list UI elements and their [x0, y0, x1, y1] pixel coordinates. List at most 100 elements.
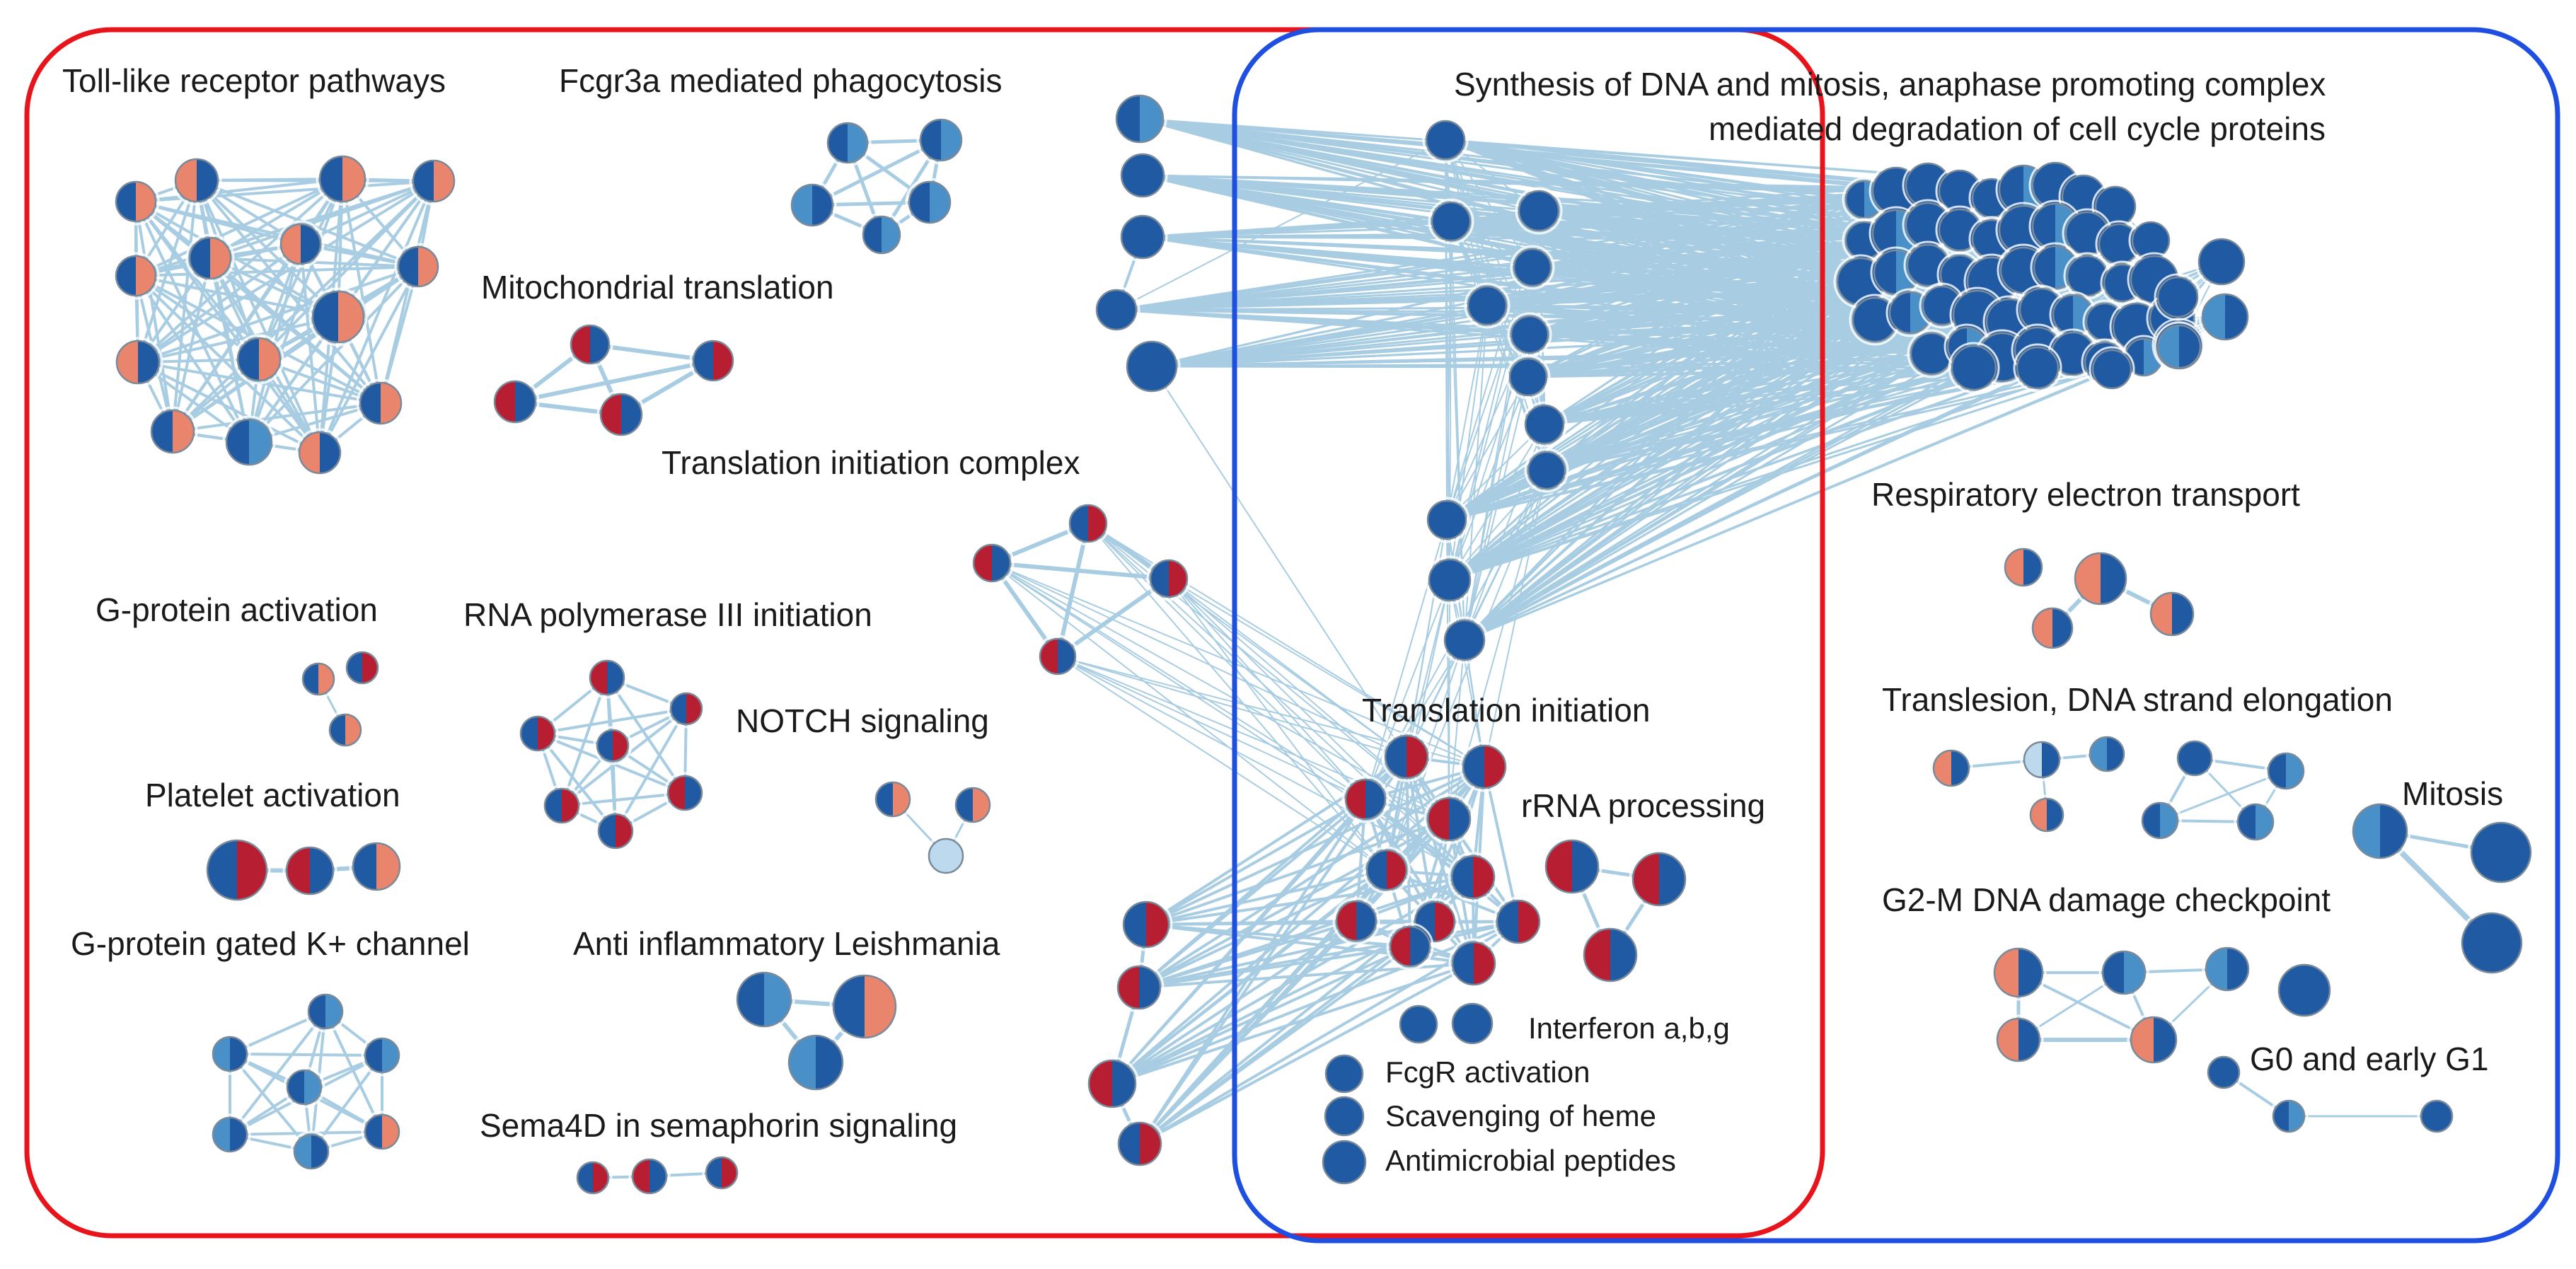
network-edge	[318, 266, 420, 453]
network-edge	[1449, 344, 2180, 581]
network-node	[1423, 794, 1474, 845]
network-edge	[2159, 770, 2287, 822]
network-edge	[991, 562, 1387, 871]
network-node	[2013, 343, 2062, 393]
network-edge	[991, 562, 1450, 820]
network-node	[2234, 800, 2277, 844]
network-edge	[171, 243, 302, 433]
network-node	[356, 378, 405, 428]
network-edge	[1151, 366, 1407, 758]
network-node	[1321, 1093, 1368, 1140]
network-node	[147, 406, 198, 457]
network-edge	[1168, 578, 1407, 758]
label-interferon: Interferon a,b,g	[1528, 1012, 1730, 1045]
label-toll-like: Toll-like receptor pathways	[62, 62, 446, 99]
network-node	[516, 712, 559, 755]
network-edge	[1406, 579, 1450, 758]
network-node	[952, 784, 994, 826]
network-edge	[1446, 305, 1488, 521]
label-antimicrobial: Antimicrobial peptides	[1385, 1144, 1676, 1177]
network-node	[299, 659, 338, 699]
network-edge	[1057, 656, 1366, 800]
network-edge	[1386, 579, 1450, 871]
network-node	[1386, 922, 1434, 970]
network-node	[2147, 589, 2197, 639]
network-edge	[135, 274, 339, 318]
network-edge	[1138, 920, 1436, 989]
network-edge	[1138, 798, 1367, 989]
network-edge	[1139, 962, 1474, 1145]
network-edge	[1168, 578, 1366, 800]
network-node	[316, 152, 369, 206]
label-fcgr3a: Fcgr3a mediated phagocytosis	[559, 62, 1002, 99]
label-platelet: Platelet activation	[145, 777, 400, 813]
network-node	[282, 843, 337, 898]
network-edge	[1445, 139, 1533, 268]
network-node	[1425, 555, 1474, 605]
network-node	[925, 835, 967, 877]
network-edge	[229, 1053, 313, 1153]
network-edge	[1445, 139, 1530, 335]
network-node	[2417, 1096, 2456, 1136]
network-node	[2098, 947, 2149, 998]
network-node	[859, 212, 904, 257]
network-node	[1112, 91, 1167, 146]
network-node	[573, 1158, 613, 1198]
network-node	[171, 155, 222, 206]
network-edge	[1145, 798, 1366, 926]
network-node	[2071, 549, 2130, 608]
network-edge	[229, 1010, 327, 1136]
network-node	[567, 321, 613, 368]
network-node	[969, 540, 1015, 586]
network-edge	[1464, 366, 1975, 642]
network-edge	[1151, 228, 1960, 368]
network-edge	[1145, 923, 1411, 948]
network-node	[112, 178, 160, 226]
network-node	[283, 1066, 325, 1108]
network-node	[2275, 961, 2334, 1020]
network-edge	[195, 180, 321, 453]
label-rna-pol3: RNA polymerase III initiation	[463, 596, 872, 633]
network-edge	[341, 178, 382, 404]
network-edge	[135, 265, 419, 277]
network-node	[2026, 794, 2067, 835]
network-node	[541, 784, 583, 827]
network-node	[361, 1111, 403, 1153]
network-edge	[1138, 945, 1411, 1145]
network-edge	[1056, 523, 1090, 657]
regions-layer	[24, 27, 2560, 1244]
network-node	[185, 233, 235, 283]
network-node	[1341, 775, 1390, 823]
network-edge	[1138, 920, 1358, 1145]
network-edge	[134, 201, 174, 432]
network-node	[787, 180, 837, 230]
network-node	[1319, 1137, 1370, 1188]
network-node	[2458, 909, 2526, 977]
label-g2m: G2-M DNA damage checkpoint	[1882, 881, 2330, 918]
network-node	[916, 115, 966, 165]
network-node	[1085, 1056, 1140, 1111]
network-node	[295, 428, 345, 477]
network-node	[1506, 354, 1551, 400]
network-edge	[135, 178, 343, 277]
network-node	[2269, 1096, 2309, 1136]
network-edge	[1446, 267, 1533, 521]
network-edge	[229, 1053, 383, 1057]
network-node	[1948, 342, 2000, 394]
label-translation-init-complex: Translation initiation complex	[662, 444, 1080, 481]
network-node	[2198, 290, 2252, 344]
network-edge	[991, 561, 1169, 581]
network-edge	[1138, 869, 1387, 989]
network-node	[1428, 198, 1474, 245]
network-edge	[209, 180, 434, 260]
network-node	[1515, 187, 1563, 235]
network-node	[1332, 897, 1380, 945]
network-edge	[1116, 190, 1897, 311]
network-node	[2204, 1053, 2243, 1092]
network-node	[594, 810, 637, 852]
network-node	[1123, 337, 1181, 395]
network-edge	[137, 243, 302, 364]
network-edge	[1464, 320, 2010, 642]
network-edge	[1449, 579, 1485, 767]
network-edge	[1449, 366, 2038, 581]
